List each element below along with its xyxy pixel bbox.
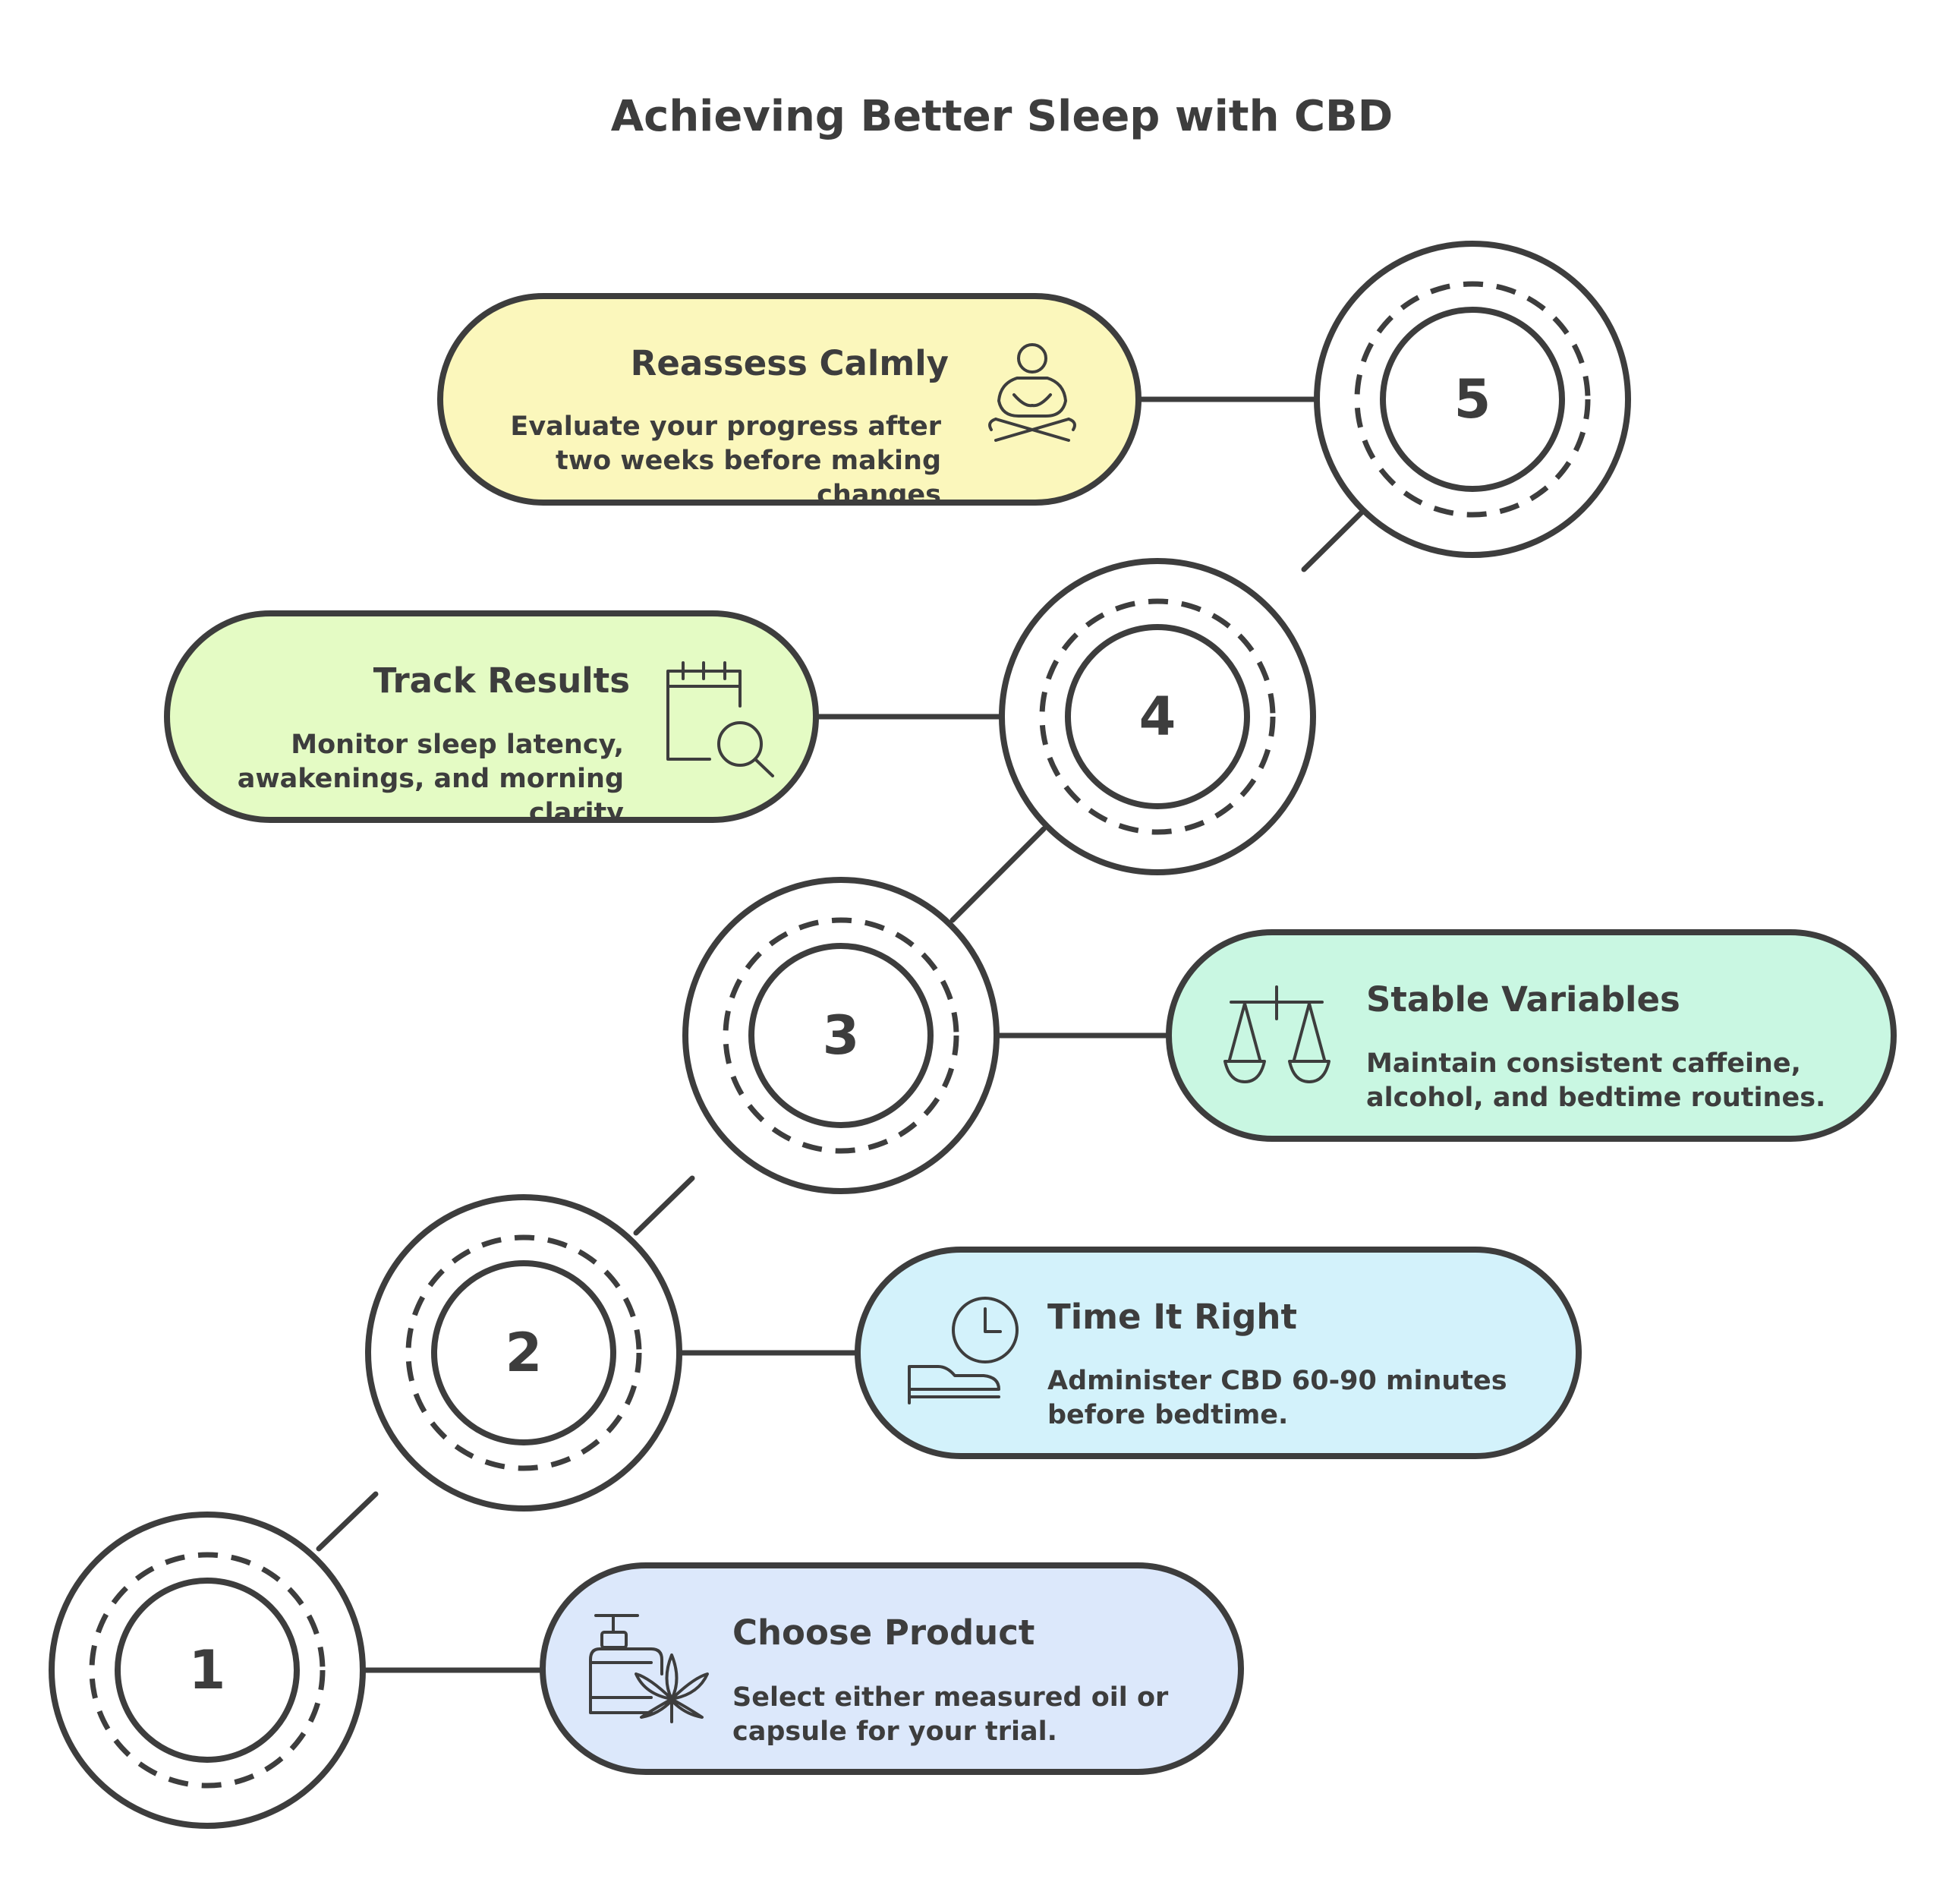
step-3-dashed-ring — [723, 917, 959, 1154]
step-5-inner-ring — [1380, 307, 1565, 492]
step-2-title: Time It Right — [1047, 1297, 1297, 1337]
step-5-title: Reassess Calmly — [631, 343, 949, 383]
step-2-card: Time It Right Administer CBD 60-90 minut… — [855, 1247, 1582, 1459]
step-4-card: Track Results Monitor sleep latency, awa… — [164, 610, 819, 828]
step-3-number: 3 — [823, 1004, 860, 1067]
step-4-inner-ring — [1065, 624, 1250, 809]
step-5-desc-line-1: Evaluate your progress after — [510, 411, 941, 442]
step-3-title: Stable Variables — [1366, 979, 1680, 1020]
step-2-desc-line-2: before bedtime. — [1047, 1400, 1288, 1430]
step-3-inner-ring — [748, 943, 934, 1128]
step-4-desc-line-3: clarity — [529, 798, 624, 828]
step-5-desc-line-2: two weeks before making — [556, 446, 941, 476]
step-1-badge: 1 — [49, 1512, 366, 1829]
step-connectors — [316, 509, 1365, 1552]
meditation-person-icon — [988, 343, 1076, 442]
step-3-desc-line-2: alcohol, and bedtime routines. — [1366, 1083, 1825, 1113]
pill-connectors — [361, 396, 1318, 1673]
step-4-badge: 4 — [999, 558, 1316, 875]
step-4-title: Track Results — [373, 660, 630, 701]
step-5-desc-line-3: changes — [817, 480, 941, 510]
step-1-desc-line-2: capsule for your trial. — [732, 1716, 1057, 1747]
connector-4-5 — [1301, 509, 1365, 572]
oil-bottle-cannabis-leaf-icon — [589, 1614, 709, 1723]
step-1-dashed-ring — [89, 1552, 326, 1789]
calendar-search-icon — [666, 661, 774, 777]
step-2-number: 2 — [505, 1322, 543, 1384]
step-2-inner-ring — [431, 1260, 616, 1445]
connector-1-2 — [316, 1491, 379, 1552]
step-5-number: 5 — [1454, 368, 1491, 430]
step-5-badge: 5 — [1314, 241, 1631, 558]
step-3-desc-line-1: Maintain consistent caffeine, — [1366, 1048, 1801, 1079]
step-2-pill — [855, 1247, 1582, 1459]
step-2-dashed-ring — [405, 1234, 642, 1471]
step-1-card: Choose Product Select either measured oi… — [540, 1562, 1244, 1775]
step-1-pill — [540, 1562, 1244, 1775]
step-5-pill — [437, 293, 1142, 506]
step-4-desc-line-2: awakenings, and morning — [238, 764, 624, 794]
step-3-badge: 3 — [682, 877, 1000, 1194]
balance-scale-icon — [1223, 985, 1330, 1083]
connector-3-4 — [949, 826, 1047, 923]
step-1-title: Choose Product — [732, 1612, 1034, 1653]
step-3-card: Stable Variables Maintain consistent caf… — [1166, 929, 1897, 1142]
step-1-desc-line-1: Select either measured oil or — [732, 1682, 1169, 1713]
step-5-card: Reassess Calmly Evaluate your progress a… — [437, 293, 1142, 510]
diagram-title: Achieving Better Sleep with CBD — [611, 92, 1393, 141]
step-4-dashed-ring — [1039, 598, 1276, 835]
step-4-desc-line-1: Monitor sleep latency, — [291, 730, 624, 760]
step-2-badge: 2 — [365, 1194, 682, 1512]
connector-2-3 — [633, 1175, 695, 1236]
step-4-number: 4 — [1139, 686, 1176, 748]
step-4-pill — [164, 610, 819, 823]
step-1-inner-ring — [115, 1578, 300, 1763]
step-5-dashed-ring — [1354, 281, 1591, 518]
clock-bed-icon — [908, 1297, 1019, 1404]
step-1-number: 1 — [189, 1639, 226, 1701]
step-2-desc-line-1: Administer CBD 60-90 minutes — [1047, 1366, 1507, 1396]
step-3-pill — [1166, 929, 1897, 1142]
